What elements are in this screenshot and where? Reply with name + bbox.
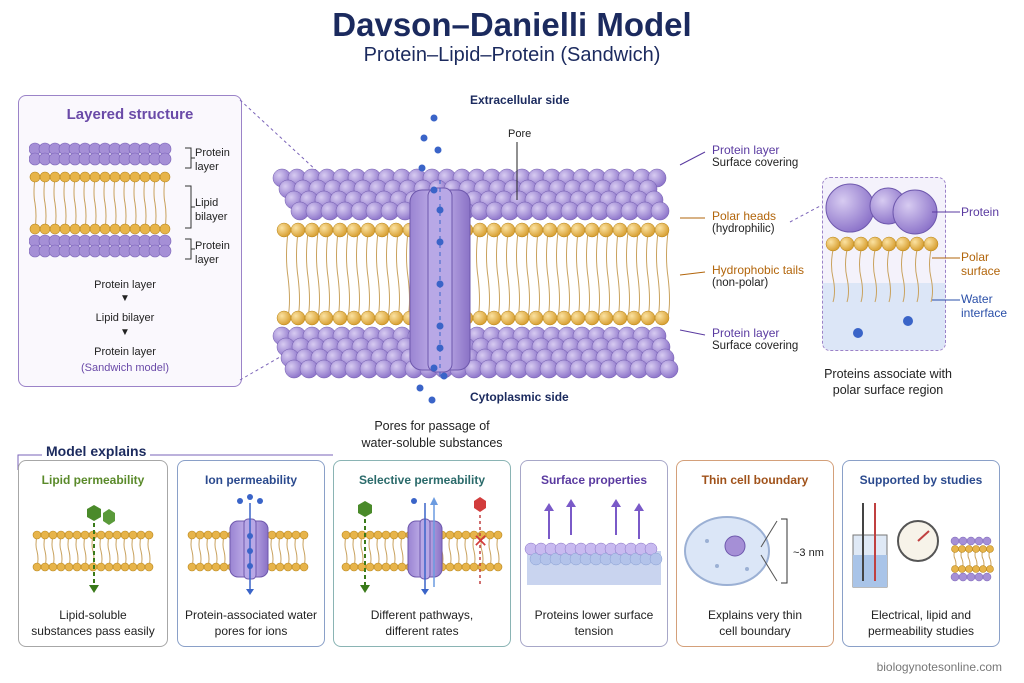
- page-subtitle: Protein–Lipid–Protein (Sandwich): [363, 44, 661, 66]
- card-title: Surface properties: [540, 473, 648, 487]
- flow-step-2: Lipid bilayer: [95, 312, 155, 324]
- card-surface-properties: Surface properties Proteins lower surfac…: [520, 460, 668, 647]
- protein-layer-top: [272, 168, 670, 221]
- arrow-down-icon: ▼: [120, 293, 130, 304]
- card-thin-cell-boundary: Thin cell boundary ~3 nm Explains very t…: [676, 460, 834, 647]
- label-protein-layer-bottom-main: Protein layer Surface covering: [712, 326, 799, 352]
- flow-note: (Sandwich model): [80, 362, 170, 374]
- flow-step-3: Protein layer: [94, 346, 156, 358]
- page-title: Davson–Danielli Model: [332, 6, 692, 43]
- inset-illustration: [823, 183, 945, 350]
- inset-pointers: [932, 211, 960, 301]
- protein-layer-top: [29, 142, 172, 166]
- card-supported-by-studies: Supported by studies Electrical, lipid a…: [842, 460, 1000, 647]
- polar-heads-top: [276, 222, 670, 238]
- layered-bilayer-illustration: [29, 142, 172, 258]
- model-explains-heading: Model explains: [42, 443, 151, 459]
- card-title: Lipid permeability: [41, 473, 145, 487]
- label-polar-heads: Polar heads (hydrophilic): [712, 209, 777, 235]
- card-selective-permeability: Selective permeability ✕ Different pathw…: [333, 460, 511, 647]
- extracellular-label: Extracellular side: [470, 93, 570, 107]
- svg-text:✕: ✕: [473, 531, 488, 551]
- watermark: biologynotesonline.com: [876, 660, 1002, 674]
- cytoplasmic-label: Cytoplasmic side: [470, 390, 569, 404]
- layered-structure-title: Layered structure: [66, 106, 194, 123]
- protein-layer-bottom: [272, 326, 679, 379]
- thin-boundary-measure: ~3 nm: [793, 547, 824, 559]
- pore-pointer: [516, 142, 518, 200]
- label-protein-layer-top-main: Protein layer Surface covering: [712, 143, 799, 169]
- card-title: Selective permeability: [358, 473, 486, 487]
- card-title: Ion permeability: [204, 473, 298, 487]
- protein-layer-bottom: [29, 234, 172, 258]
- inset-panel: [822, 177, 946, 351]
- polar-heads-bottom: [276, 310, 670, 326]
- card-ion-permeability: Ion permeability Protein-associated wate…: [177, 460, 325, 647]
- card-title: Supported by studies: [859, 473, 983, 487]
- water-molecules: [436, 206, 444, 352]
- card-title: Thin cell boundary: [701, 473, 809, 487]
- label-hydrophobic-tails: Hydrophobic tails (non-polar): [712, 263, 805, 289]
- arrow-down-icon: ▼: [120, 327, 130, 338]
- flow-step-1: Protein layer: [94, 279, 156, 291]
- membrane-illustration: [272, 168, 679, 380]
- layer-brackets: [185, 147, 195, 260]
- lipid-heads: [29, 171, 171, 235]
- inset-label-protein: Protein: [961, 205, 1000, 219]
- water-dots-outside: [416, 114, 448, 404]
- hydrophobic-tails: [286, 231, 670, 318]
- pore-label: Pore: [508, 128, 532, 140]
- card-text: Different pathways,different rates: [370, 608, 474, 638]
